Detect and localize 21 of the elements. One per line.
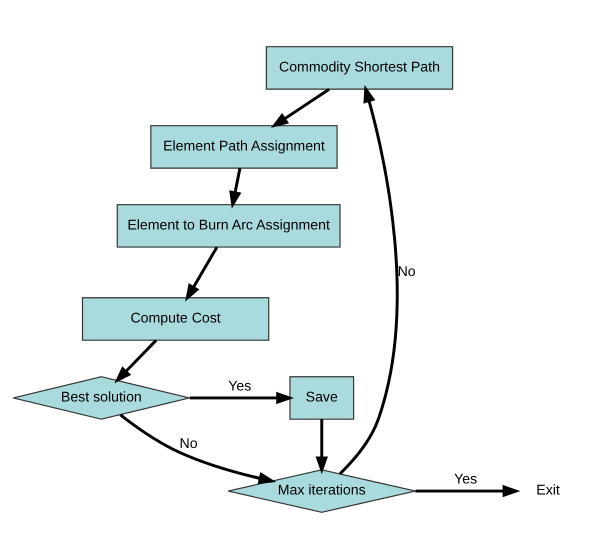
node-diamond: Max iterations [228, 469, 416, 513]
arrow [316, 419, 328, 474]
arrow [114, 339, 158, 384]
node-text: Exit [536, 482, 560, 498]
node-box: Element Path Assignment [150, 125, 338, 169]
arrow [120, 414, 276, 484]
arrow [229, 168, 242, 209]
arrow [190, 392, 294, 404]
arrow [270, 88, 330, 128]
arrow [415, 484, 520, 498]
arrow [338, 84, 399, 475]
node-box: Element to Burn Arc Assignment [116, 204, 341, 248]
node-box: Compute Cost [82, 297, 270, 341]
node-box: Commodity Shortest Path [266, 46, 454, 90]
edge-label: Yes [454, 470, 478, 487]
edge-label: No [398, 263, 416, 280]
node-diamond: Best solution [12, 376, 190, 420]
arrow [185, 246, 218, 302]
edge-label: No [180, 435, 198, 452]
node-box: Save [289, 376, 354, 420]
edge-label: Yes [228, 377, 252, 394]
